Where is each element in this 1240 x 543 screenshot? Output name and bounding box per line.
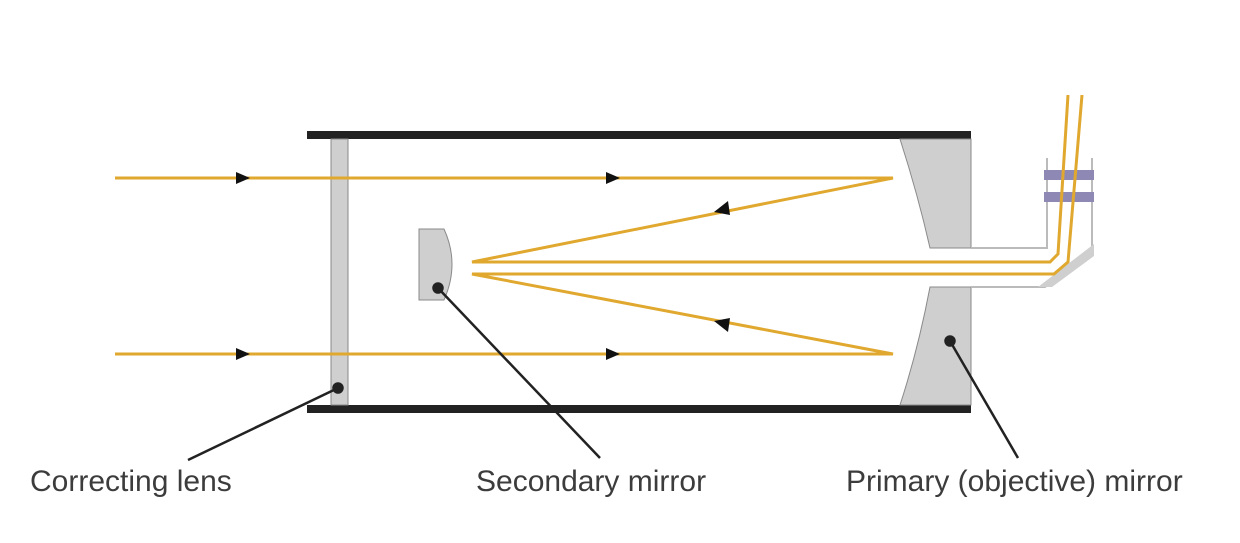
tube-top-wall	[307, 131, 971, 139]
pointer-secondary-mirror	[437, 287, 601, 459]
light-ray-lower	[115, 94, 1084, 356]
eyepiece-lens-lower	[1044, 192, 1094, 202]
tube-bottom-wall	[307, 405, 971, 413]
ray-direction-arrows	[236, 172, 730, 360]
correcting-lens-label: Correcting lens	[30, 465, 232, 498]
pointer-dot-secondary-mirror	[432, 282, 444, 294]
pointer-dot-primary-mirror	[944, 335, 956, 347]
primary-mirror-upper	[899, 138, 972, 249]
light-rays	[115, 94, 1084, 356]
secondary-mirror	[418, 228, 453, 301]
light-ray-upper	[115, 94, 1070, 264]
arrow-in-upper-1	[236, 172, 250, 184]
arrow-in-upper-2	[606, 172, 620, 184]
arrow-in-lower-1	[236, 348, 250, 360]
eyepiece-lens-upper	[1044, 170, 1094, 180]
arrow-reflect-upper	[714, 201, 730, 215]
pointer-dot-correcting-lens	[332, 382, 344, 394]
arrow-reflect-lower	[714, 318, 730, 332]
pointer-lines	[187, 282, 1020, 462]
primary-mirror-label: Primary (objective) mirror	[846, 465, 1183, 498]
primary-mirror-lower	[899, 286, 972, 406]
pointer-primary-mirror	[948, 340, 1020, 459]
arrow-in-lower-2	[606, 348, 620, 360]
correcting-lens	[330, 138, 349, 406]
secondary-mirror-label: Secondary mirror	[476, 465, 707, 498]
pointer-correcting-lens	[187, 386, 339, 462]
